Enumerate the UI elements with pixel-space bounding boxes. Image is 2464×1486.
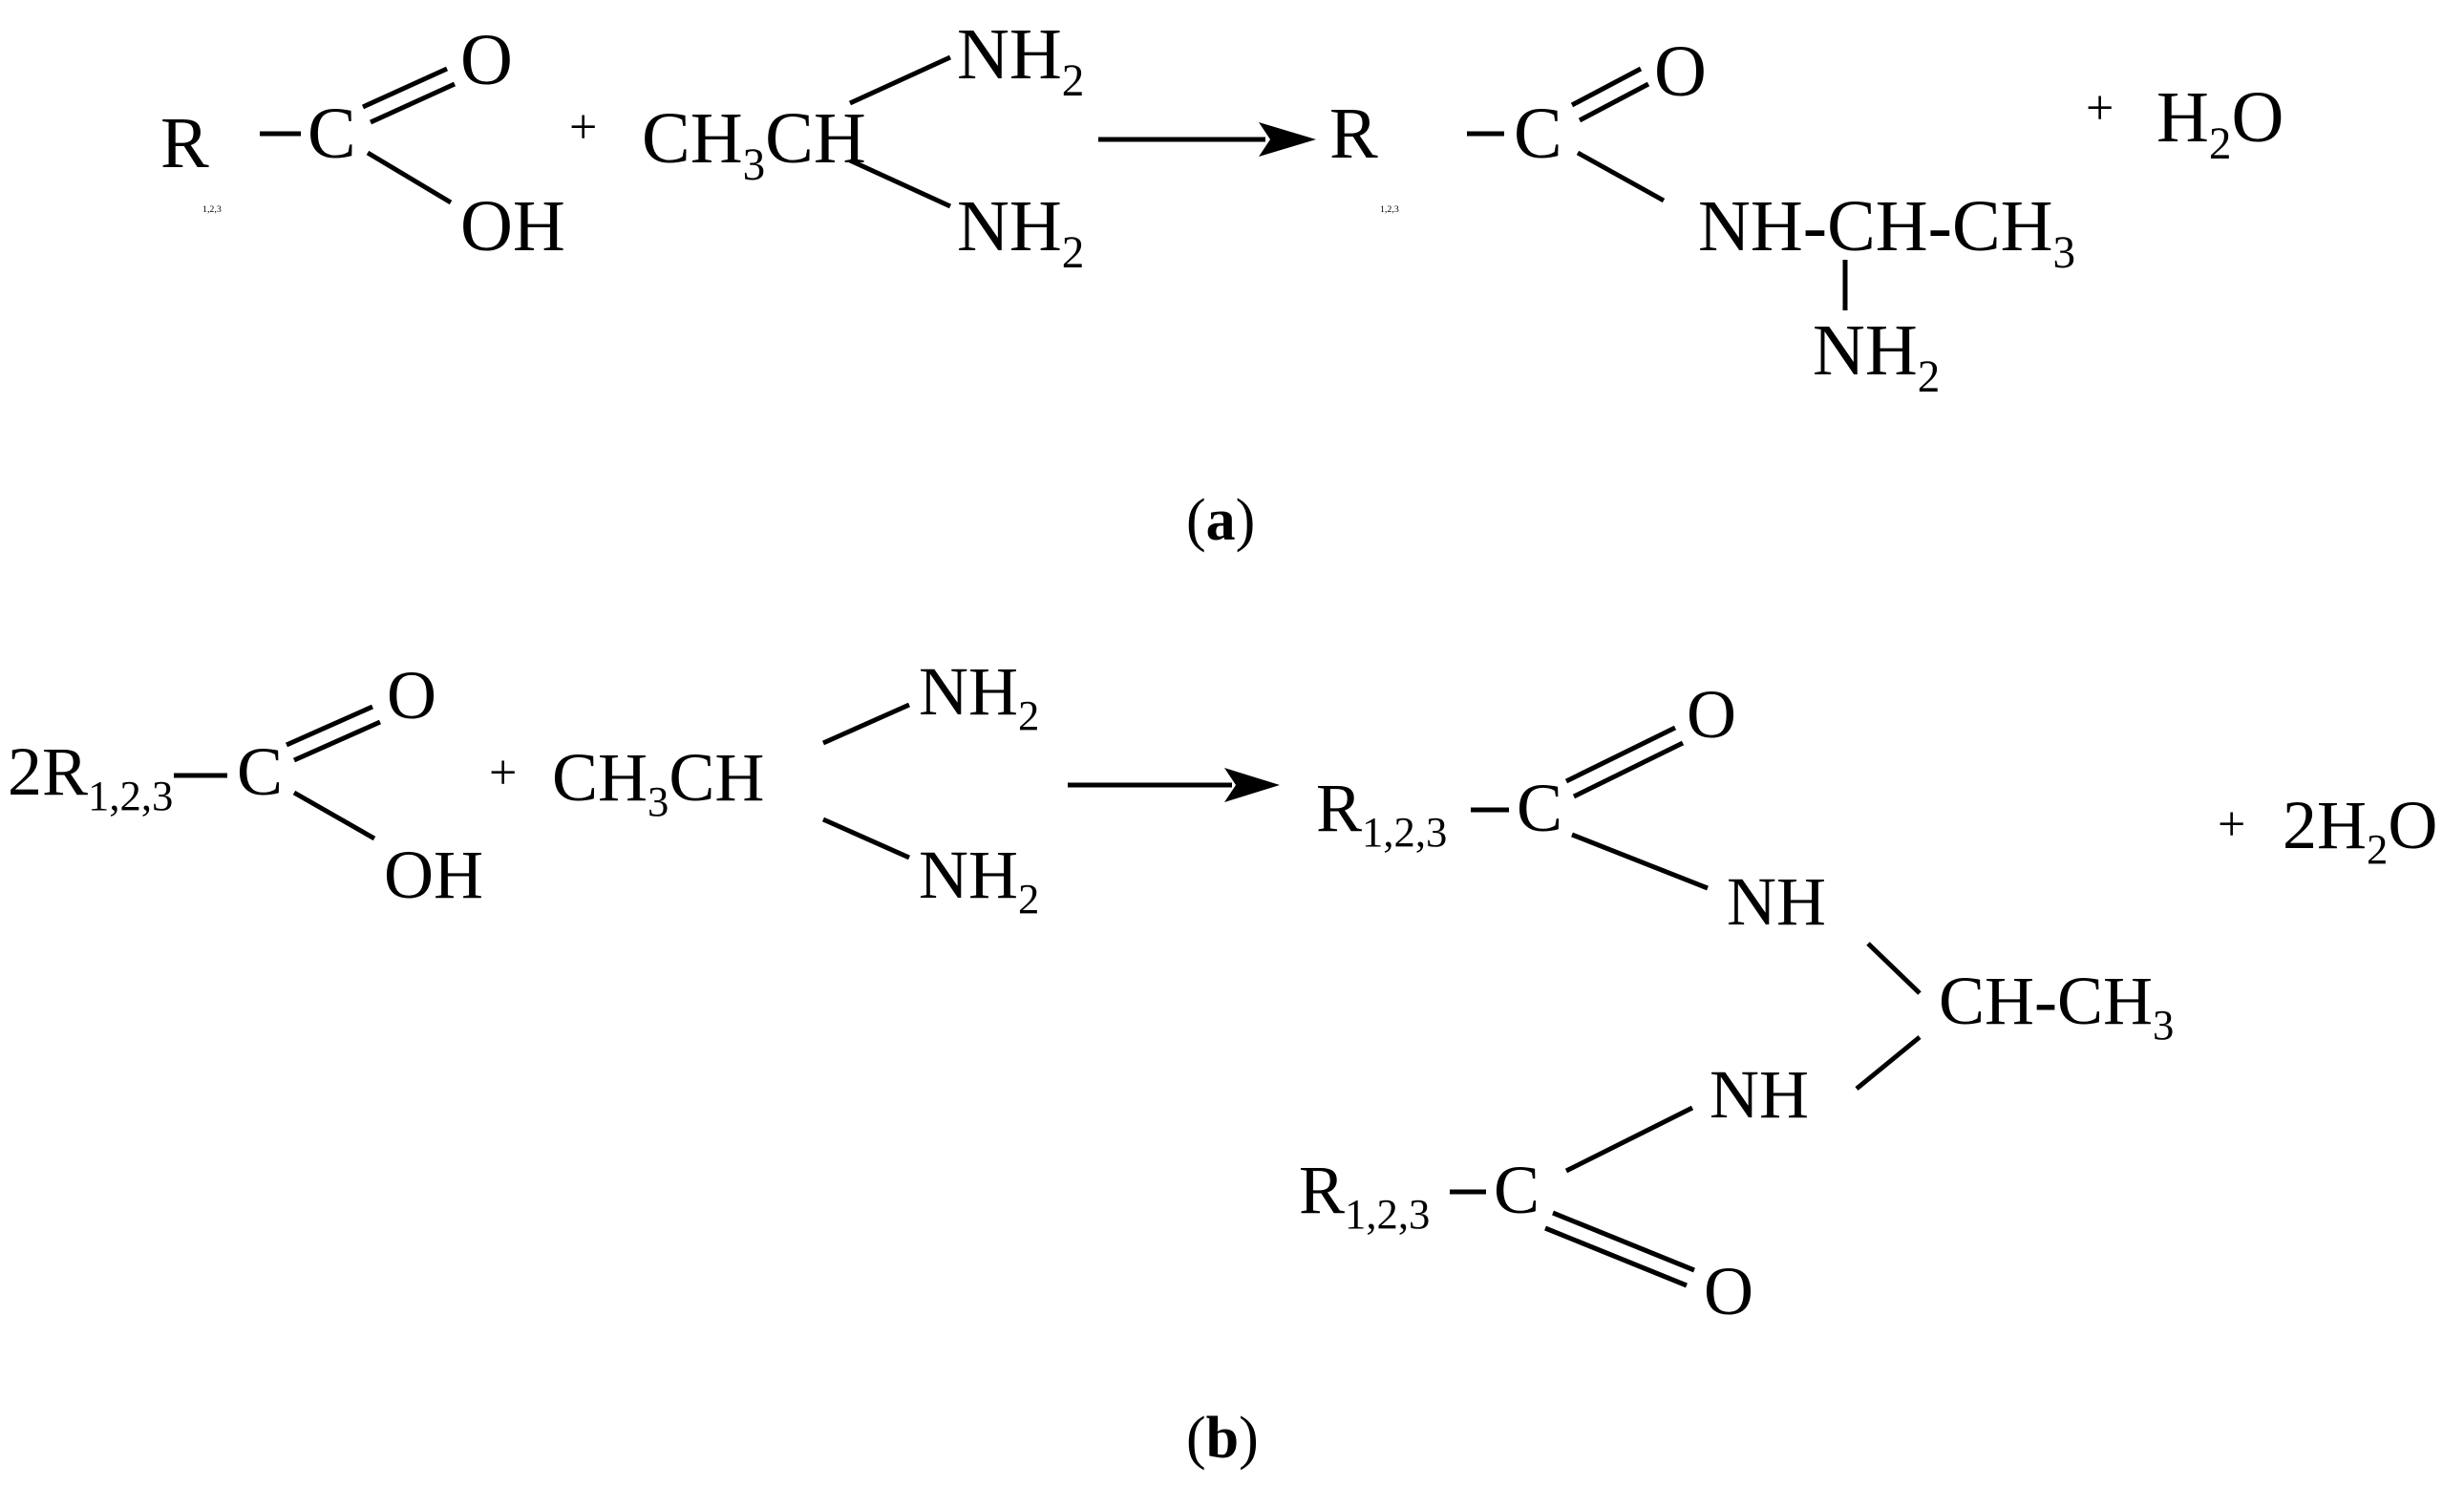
c-nh-top-bond [1571,832,1709,891]
plus-sign: + [2086,81,2114,136]
carbon-label: C [308,94,356,174]
reaction-b: 2R1,2,3 C O OH + CH3CH NH2 NH2 R1,2,3 [8,653,2437,1471]
carbonyl-bottom-double-bond-1 [1552,1210,1695,1273]
carbonyl-top-double-bond-2 [1572,740,1685,799]
o-top-label: O [1687,676,1736,753]
water-label: H2O [2156,77,2283,169]
plus-sign: + [489,746,517,800]
carbonyl-double-bond-2 [1578,81,1650,123]
reaction-a-arrow [1098,122,1316,157]
reaction-a-amide-product: R 1,2,3 C O NH-CH-CH3 NH2 [1329,32,2075,402]
r-top-label: R1,2,3 [1316,770,1447,856]
carbonyl-double-bond-2 [292,719,382,763]
amide-chain-label: NH-CH-CH3 [1698,186,2075,278]
carbonyl-double-bond-2 [369,81,457,125]
c-nh2-top-bond [821,702,911,746]
water-label: 2H2O [2283,787,2437,873]
carbonyl-double-bond-1 [1570,66,1643,108]
nh2-bottom-label: NH2 [919,837,1039,923]
carbonyl-double-bond-1 [361,66,449,110]
ch-nh-bottom-bond [1855,1035,1922,1091]
c-nh2-bottom-bond [848,158,952,209]
coefficient-label: 2R1,2,3 [8,733,173,819]
c-nh2-bottom-bond [821,817,911,860]
hydroxyl-label: OH [460,186,565,266]
ch3-label: CH3CH [642,98,866,190]
nh2-label: NH2 [1813,310,1940,402]
c-nh-bond [1576,150,1666,203]
r-group-label: R [1329,94,1378,174]
c-oh-bond [292,790,376,841]
c-oh-bond [366,150,453,205]
nh-top-label: NH [1727,863,1826,940]
nh-c-bottom-bond [1564,1105,1694,1174]
caption-a: (a) [1186,488,1255,553]
ch3-label: CH3CH [552,739,764,825]
nh2-bottom-label: NH2 [957,186,1084,278]
c-top-label: C [1517,770,1562,846]
r-group-label: R [160,103,209,183]
reaction-b-arrow [1068,768,1280,802]
reaction-a-diamine: CH3CH NH2 NH2 [642,14,1084,278]
r-bottom-label: R1,2,3 [1299,1152,1430,1238]
carbonyl-top-double-bond-1 [1564,725,1677,784]
ch-ch3-label: CH-CH3 [1939,963,2174,1049]
carbonyl-bottom-double-bond-2 [1544,1225,1688,1288]
reaction-b-diamine: CH3CH NH2 NH2 [552,653,1039,923]
o-bottom-label: O [1704,1253,1753,1329]
caption-b: (b) [1186,1406,1259,1471]
r-group-subscript: 1,2,3 [202,204,222,215]
nh2-top-label: NH2 [919,653,1039,739]
carbonyl-oxygen-label: O [387,657,436,733]
reaction-b-carboxylic-acid: 2R1,2,3 C O OH [8,657,483,913]
reaction-a-carboxylic-acid: R 1,2,3 C O OH [160,20,565,266]
carbon-label: C [237,733,283,810]
arrow-head [1224,768,1280,802]
arrow-head [1259,122,1316,157]
nh-ch-top-bond [1866,942,1922,995]
hydroxyl-label: OH [384,837,483,913]
r-group-subscript: 1,2,3 [1380,204,1399,215]
carbonyl-oxygen-label: O [460,20,513,100]
carbonyl-oxygen-label: O [1654,32,1707,112]
reaction-b-bisamide-product: R1,2,3 C O NH CH-CH3 NH R1,2,3 C O [1299,676,2174,1329]
c-nh2-top-bond [848,54,952,106]
carbonyl-double-bond-1 [285,704,374,748]
c-bottom-label: C [1494,1152,1540,1228]
nh2-top-label: NH2 [957,14,1084,106]
reaction-a: R 1,2,3 C O OH + CH3CH NH2 NH2 R 1,2, [160,14,2283,553]
plus-sign: + [569,100,597,155]
carbon-label: C [1514,94,1562,174]
nh-bottom-label: NH [1710,1056,1809,1133]
plus-sign: + [2218,797,2245,852]
